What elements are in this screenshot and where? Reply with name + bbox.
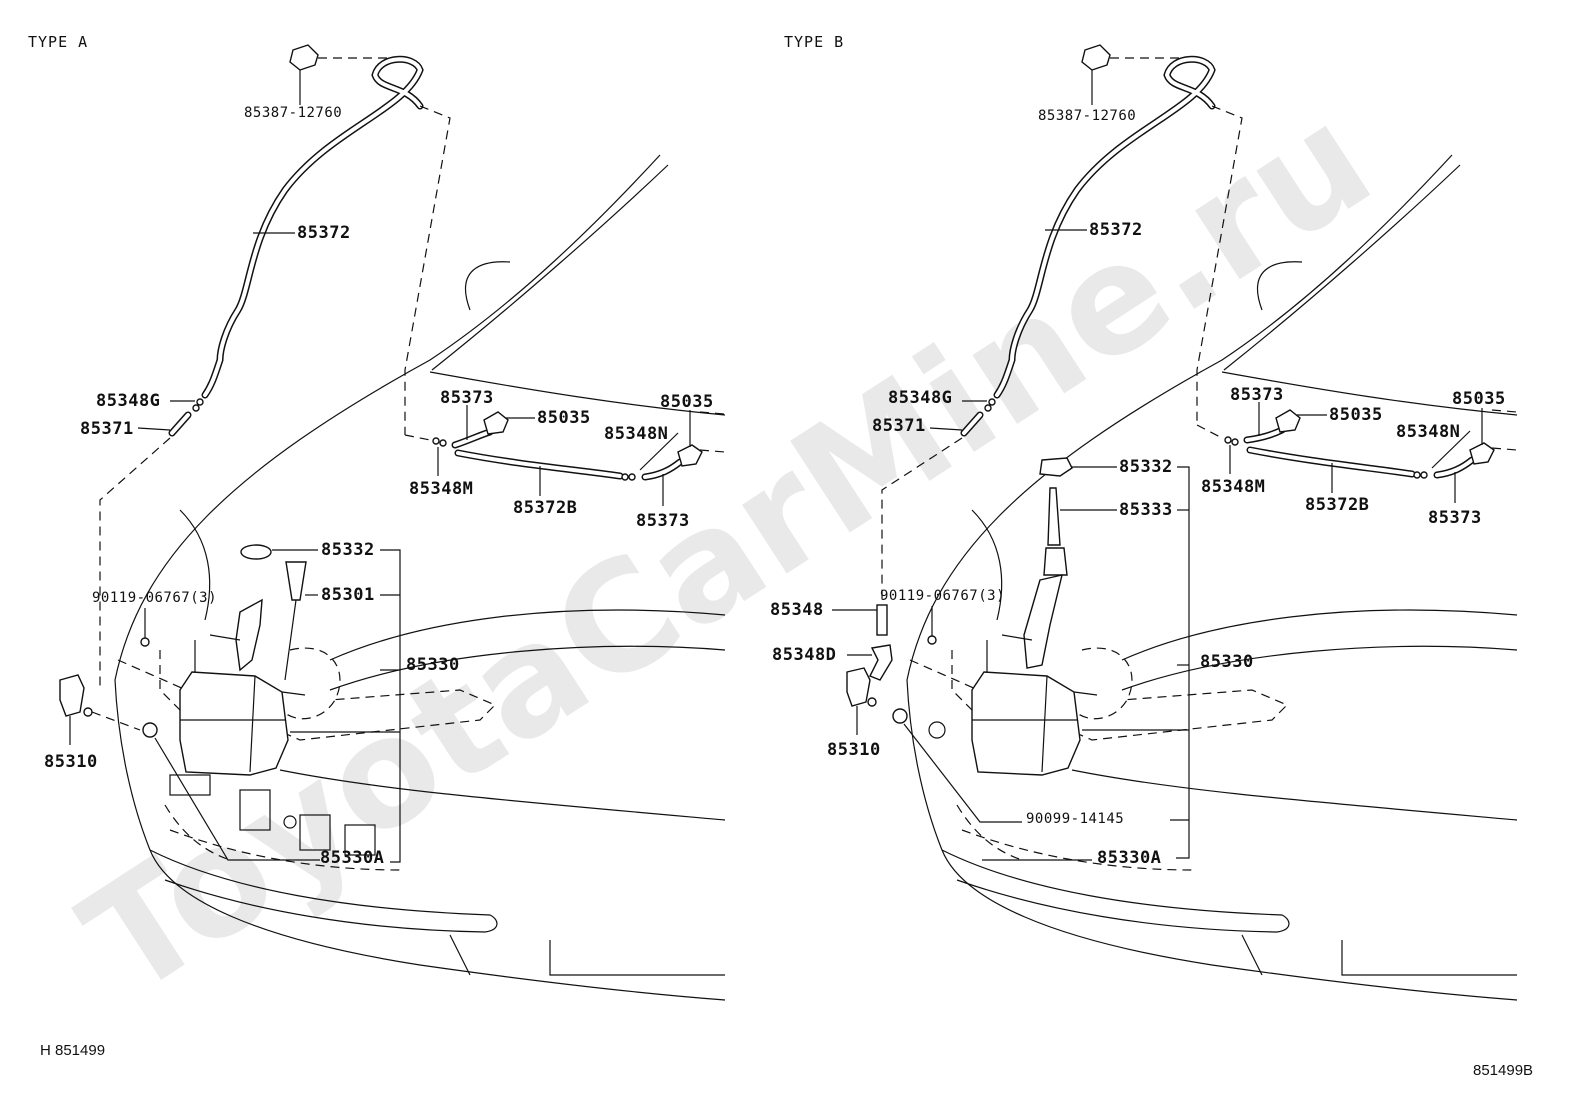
gasket-icon [240,544,272,560]
label-joint-m: 85348M [1201,477,1265,497]
label-joint: 85348 [770,600,824,620]
panel-title: TYPE B [784,33,844,51]
clip-icon [1081,44,1111,90]
grommet-icon [142,722,158,738]
label-hose-main: 85372 [1089,220,1143,240]
tank-icon [971,634,1098,776]
label-inlet: 85301 [321,585,375,605]
nozzle-right-icon [677,444,703,467]
panel-title: TYPE A [28,33,88,51]
label-tank: 85330 [1200,652,1254,672]
label-hose-nozzle-left: 85373 [440,388,494,408]
inlet-icon [1023,487,1068,669]
panel-type-b: TYPE B 85387-12760 [770,33,1533,1079]
tank-icon [179,634,306,776]
label-motor: 85310 [827,740,881,760]
motor-icon [846,667,877,707]
label-joint-d: 85348D [772,645,836,665]
diagram-id-left: H 851499 [40,1042,105,1059]
label-nozzle-left: 85035 [1329,405,1383,425]
label-tank-sub: 85330A [320,848,384,868]
clip-icon [289,44,319,90]
bolt-icon [140,637,150,647]
panel-type-a: TYPE A [28,33,726,1059]
label-bolt: 90119-06767(3) [880,588,1005,604]
nozzle-left-icon [1275,409,1301,433]
label-hose-nozzle-right: 85373 [1428,508,1482,528]
label-hose-main: 85372 [297,223,351,243]
label-tank-sub: 85330A [1097,848,1161,868]
label-clip: 85387-12760 [244,105,342,121]
label-hose-nozzle-right: 85373 [636,511,690,531]
label-joint-n: 85348N [604,424,668,444]
label-joint-m: 85348M [409,479,473,499]
label-hose-b: 85372B [1305,495,1369,515]
label-hose-b: 85372B [513,498,577,518]
label-grommet: 90099-14145 [1026,811,1124,827]
label-gasket: 85332 [1119,457,1173,477]
bolt-icon [927,635,937,645]
label-tank: 85330 [406,655,460,675]
label-nozzle-right: 85035 [660,392,714,412]
label-clip: 85387-12760 [1038,108,1136,124]
nozzle-right-icon [1469,442,1495,465]
label-bolt: 90119-06767(3) [92,590,217,606]
motor-icon [59,674,93,717]
label-joint-g: 85348G [96,391,160,411]
inlet-icon [235,561,307,681]
label-joint-g: 85348G [888,388,952,408]
label-nozzle-left: 85035 [537,408,591,428]
grommet-icon [892,708,908,724]
joint-d-icon [869,644,893,681]
label-joint-n: 85348N [1396,422,1460,442]
label-nozzle-right: 85035 [1452,389,1506,409]
label-hose-nozzle-left: 85373 [1230,385,1284,405]
joint-icon [876,604,888,636]
gasket-icon [1039,457,1073,477]
label-gasket: 85332 [321,540,375,560]
nozzle-left-icon [483,411,509,435]
car-body-outline [906,154,1518,1001]
label-inlet: 85333 [1119,500,1173,520]
diagram-id-right: 851499B [1473,1062,1533,1079]
label-tube: 85371 [80,419,134,439]
label-motor: 85310 [44,752,98,772]
label-tube: 85371 [872,416,926,436]
